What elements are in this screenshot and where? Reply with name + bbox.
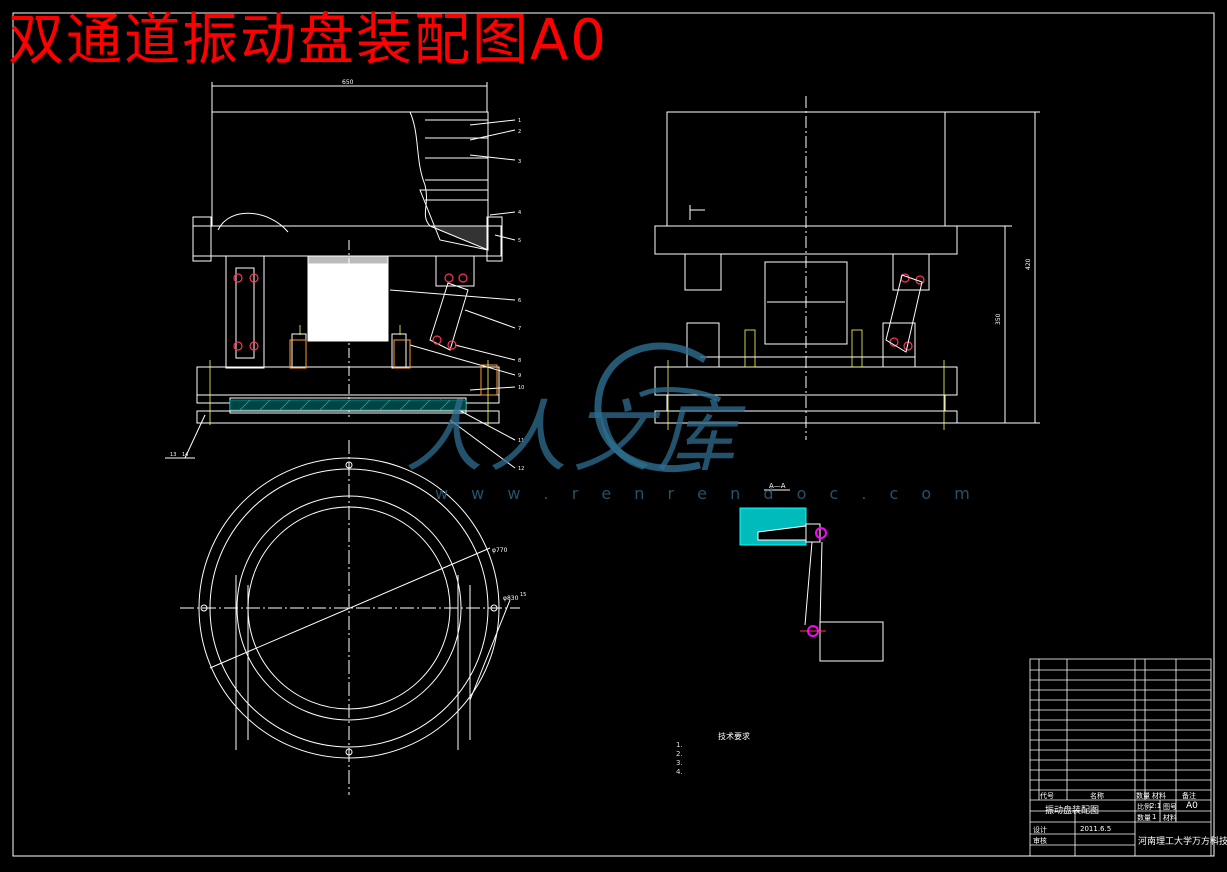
tb-scale-value: 2:1	[1150, 802, 1162, 810]
notes-heading: 技术要求	[718, 732, 750, 741]
circle-dim-1: φ770	[492, 547, 508, 554]
note-line-3: 3.	[676, 759, 683, 767]
balloon-8: 8	[518, 358, 521, 364]
balloon-12: 12	[518, 466, 524, 472]
balloon-2: 2	[518, 129, 521, 135]
front-view	[165, 82, 516, 469]
watermark-url: w w w . r e n r e n d o c . c o m	[435, 484, 979, 503]
balloon-10: 10	[518, 385, 524, 391]
balloon-4: 4	[518, 210, 521, 216]
technical-notes: 技术要求 1. 2. 3. 4.	[676, 732, 750, 777]
circle-dim-2: φ830	[503, 595, 519, 602]
drawing-border	[12, 12, 1215, 857]
side-dim-inner: 420	[1025, 258, 1032, 270]
side-view	[654, 96, 1040, 440]
side-dim-height: 350	[995, 313, 1002, 325]
tb-scale-label: 比例	[1137, 803, 1151, 811]
balloon-14: 14	[182, 452, 188, 458]
front-view-hatch	[229, 399, 467, 411]
front-view-dims	[209, 325, 489, 425]
title-block-grid	[1029, 658, 1212, 857]
balloon-15: 15	[520, 592, 526, 598]
balloon-7: 7	[518, 326, 521, 332]
plan-view	[180, 440, 520, 795]
section-a-a	[739, 489, 884, 662]
tb-col-code: 代号	[1040, 792, 1054, 800]
balloon-13: 13	[170, 452, 176, 458]
balloon-5: 5	[518, 238, 521, 244]
note-line-2: 2.	[676, 750, 683, 758]
tb-qty-value: 1	[1152, 813, 1157, 821]
side-view-bolts	[667, 329, 945, 430]
balloon-labels: 1 2 3 4 5 6 7 8 9 10 11 12 13 14 15	[170, 118, 526, 598]
balloon-11: 11	[518, 438, 524, 444]
tb-material-label: 材料	[1163, 814, 1177, 822]
tb-col-name: 名称	[1090, 792, 1104, 800]
tb-sheet-label: 图号	[1163, 803, 1177, 811]
balloon-1: 1	[518, 118, 521, 124]
front-dim-top: 650	[342, 79, 354, 86]
tb-col-remark: 备注	[1182, 792, 1196, 800]
drawing-title: 双通道振动盘装配图A0	[8, 8, 608, 73]
tb-col-qty: 数量	[1136, 792, 1150, 800]
balloon-3: 3	[518, 159, 521, 165]
tb-sheet-value: A0	[1186, 801, 1198, 811]
watermark-text: 人人文库	[405, 393, 742, 483]
tb-school: 河南理工大学万方科技学院	[1138, 837, 1227, 847]
tb-col-material: 材料	[1152, 792, 1166, 800]
tb-drawing-name: 振动盘装配图	[1045, 806, 1100, 816]
note-line-4: 4.	[676, 768, 683, 776]
note-line-1: 1.	[676, 741, 683, 749]
section-label: A—A	[769, 482, 786, 490]
balloon-9: 9	[518, 373, 521, 379]
tb-date: 2011.6.5	[1080, 825, 1112, 833]
balloon-6: 6	[518, 298, 521, 304]
spring-coils	[289, 339, 498, 396]
watermark-logo	[594, 342, 722, 472]
tb-checked-label: 审核	[1033, 837, 1047, 845]
tb-qty-label: 数量	[1137, 814, 1151, 822]
tb-drawn-label: 设计	[1033, 826, 1047, 834]
